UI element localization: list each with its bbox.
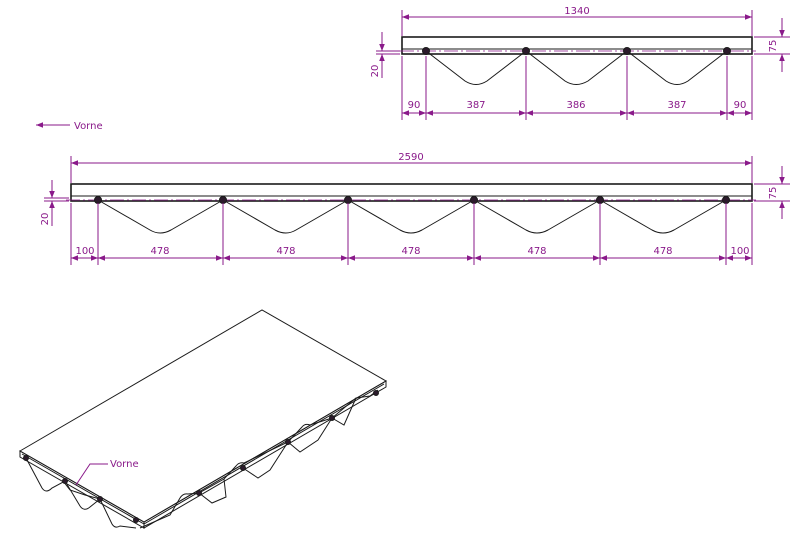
side-view-pin-2	[219, 196, 227, 204]
iso-direction-label: Vorne	[110, 459, 139, 470]
side-view-pin-3	[344, 196, 352, 204]
side-view-pin-1	[94, 196, 102, 204]
direction-label: Vorne	[74, 121, 103, 132]
side-view: 2590 75 20 100 478 478 478 478 478	[40, 152, 790, 265]
side-view-segment-dim-6: 478	[653, 246, 672, 257]
side-view-hanger-1	[97, 199, 224, 234]
top-view-hanger-1	[425, 50, 527, 85]
top-view-pin-1	[422, 47, 430, 55]
top-view-segment-dim-3: 386	[566, 100, 585, 111]
side-view-segment-dim-4: 478	[401, 246, 420, 257]
side-view-segment-dim-5: 478	[527, 246, 546, 257]
side-view-pin-6	[722, 196, 730, 204]
iso-front-hanger	[25, 457, 137, 529]
side-view-segment-dim-2: 478	[150, 246, 169, 257]
direction-indicator: Vorne	[36, 121, 103, 132]
top-view-hanger-3	[626, 50, 728, 85]
side-view-hanger-2	[222, 199, 349, 234]
side-view-overall-dim: 2590	[398, 152, 423, 163]
top-view-segment-dim-1: 90	[408, 100, 421, 111]
top-view-segment-dim-4: 387	[667, 100, 686, 111]
iso-leader-line	[75, 463, 108, 486]
side-view-segment-dim-1: 100	[75, 246, 94, 257]
side-view-offset-dim: 20	[40, 213, 51, 226]
side-view-segment-dim-7: 100	[730, 246, 749, 257]
top-view-hanger-2	[525, 50, 628, 85]
top-view-pin-3	[623, 47, 631, 55]
top-view-thickness-dim: 75	[768, 40, 779, 53]
top-view-offset-dim: 20	[370, 65, 381, 78]
iso-side-hangers	[139, 389, 379, 529]
top-view-beam	[401, 36, 753, 55]
top-view-segment-dim-5: 90	[734, 100, 747, 111]
top-view-pin-4	[723, 47, 731, 55]
top-view-segment-dim-2: 387	[466, 100, 485, 111]
side-view-hanger-4	[473, 199, 601, 234]
side-view-beam	[70, 183, 753, 202]
isometric-view: Vorne	[19, 309, 387, 529]
side-view-pin-4	[470, 196, 478, 204]
side-view-segment-dim-3: 478	[276, 246, 295, 257]
side-view-thickness-dim: 75	[768, 187, 779, 200]
side-view-hanger-3	[347, 199, 475, 234]
top-view: 1340 75 20 90 387 386 387 90	[370, 6, 790, 120]
top-view-pin-2	[522, 47, 530, 55]
top-view-overall-dim: 1340	[564, 6, 589, 17]
side-view-pin-5	[596, 196, 604, 204]
side-view-hanger-5	[599, 199, 727, 234]
